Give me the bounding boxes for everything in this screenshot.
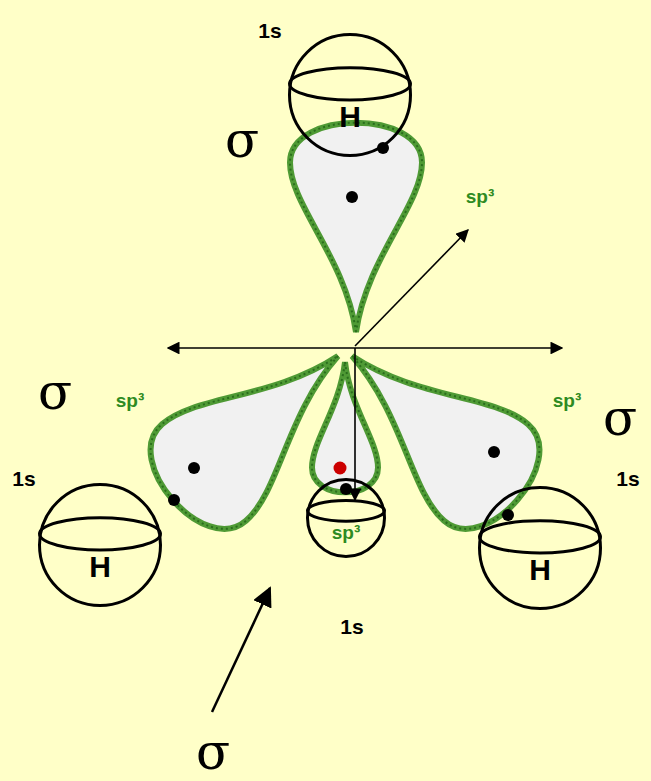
circle-outline <box>38 483 162 607</box>
axis-line <box>354 348 356 500</box>
s-orbital-sphere <box>308 480 385 557</box>
atom-label: H <box>89 552 111 582</box>
lobe-stipple <box>312 362 378 492</box>
sphere-equator <box>308 500 385 521</box>
orbital-name: 1s <box>12 468 35 489</box>
sp3-lobe <box>310 308 559 548</box>
orbital-name: 1s <box>616 468 639 489</box>
s-orbital-sphere <box>480 488 601 609</box>
bond-symbol: σ <box>196 727 230 777</box>
orbital-label: sp³ <box>332 523 361 542</box>
orbital-name: sp³ <box>466 187 495 206</box>
sphere-equator <box>290 68 411 100</box>
electron-dot <box>334 462 347 475</box>
circle-outline <box>288 33 412 157</box>
electron-dot <box>188 462 200 474</box>
orbital-name: sp³ <box>116 391 145 410</box>
bond-symbol: σ <box>38 367 72 417</box>
electron-dot <box>502 509 514 521</box>
sp3-lobe <box>312 362 378 492</box>
s-orbital-sphere <box>40 485 161 606</box>
bond-symbol: σ <box>603 393 637 443</box>
pointer-arrow <box>212 588 270 712</box>
orbital-name: 1s <box>340 616 363 637</box>
orbital-circle: H <box>288 33 412 157</box>
electron-dot <box>168 494 180 506</box>
atom-label: H <box>339 102 361 132</box>
lobe-stipple <box>131 308 380 548</box>
orbital-circle: sp³ <box>306 478 386 558</box>
orbital-circle: H <box>478 486 602 610</box>
s-orbital-sphere <box>290 35 411 156</box>
bond-symbol: σ <box>225 115 259 165</box>
orbital-name: 1s <box>258 20 281 41</box>
sphere-equator <box>480 521 601 553</box>
electron-dot <box>346 191 358 203</box>
orbital-circle: H <box>38 483 162 607</box>
lobe-stipple <box>310 308 559 548</box>
electron-dot <box>488 446 500 458</box>
circle-outline <box>306 478 386 558</box>
axis-line <box>355 230 468 346</box>
sphere-equator <box>40 518 161 550</box>
orbital-name: sp³ <box>553 391 582 410</box>
electron-dot <box>340 483 352 495</box>
sp3-lobe <box>131 308 380 548</box>
circle-outline <box>478 486 602 610</box>
atom-label: H <box>529 555 551 585</box>
axis-line <box>168 347 562 349</box>
